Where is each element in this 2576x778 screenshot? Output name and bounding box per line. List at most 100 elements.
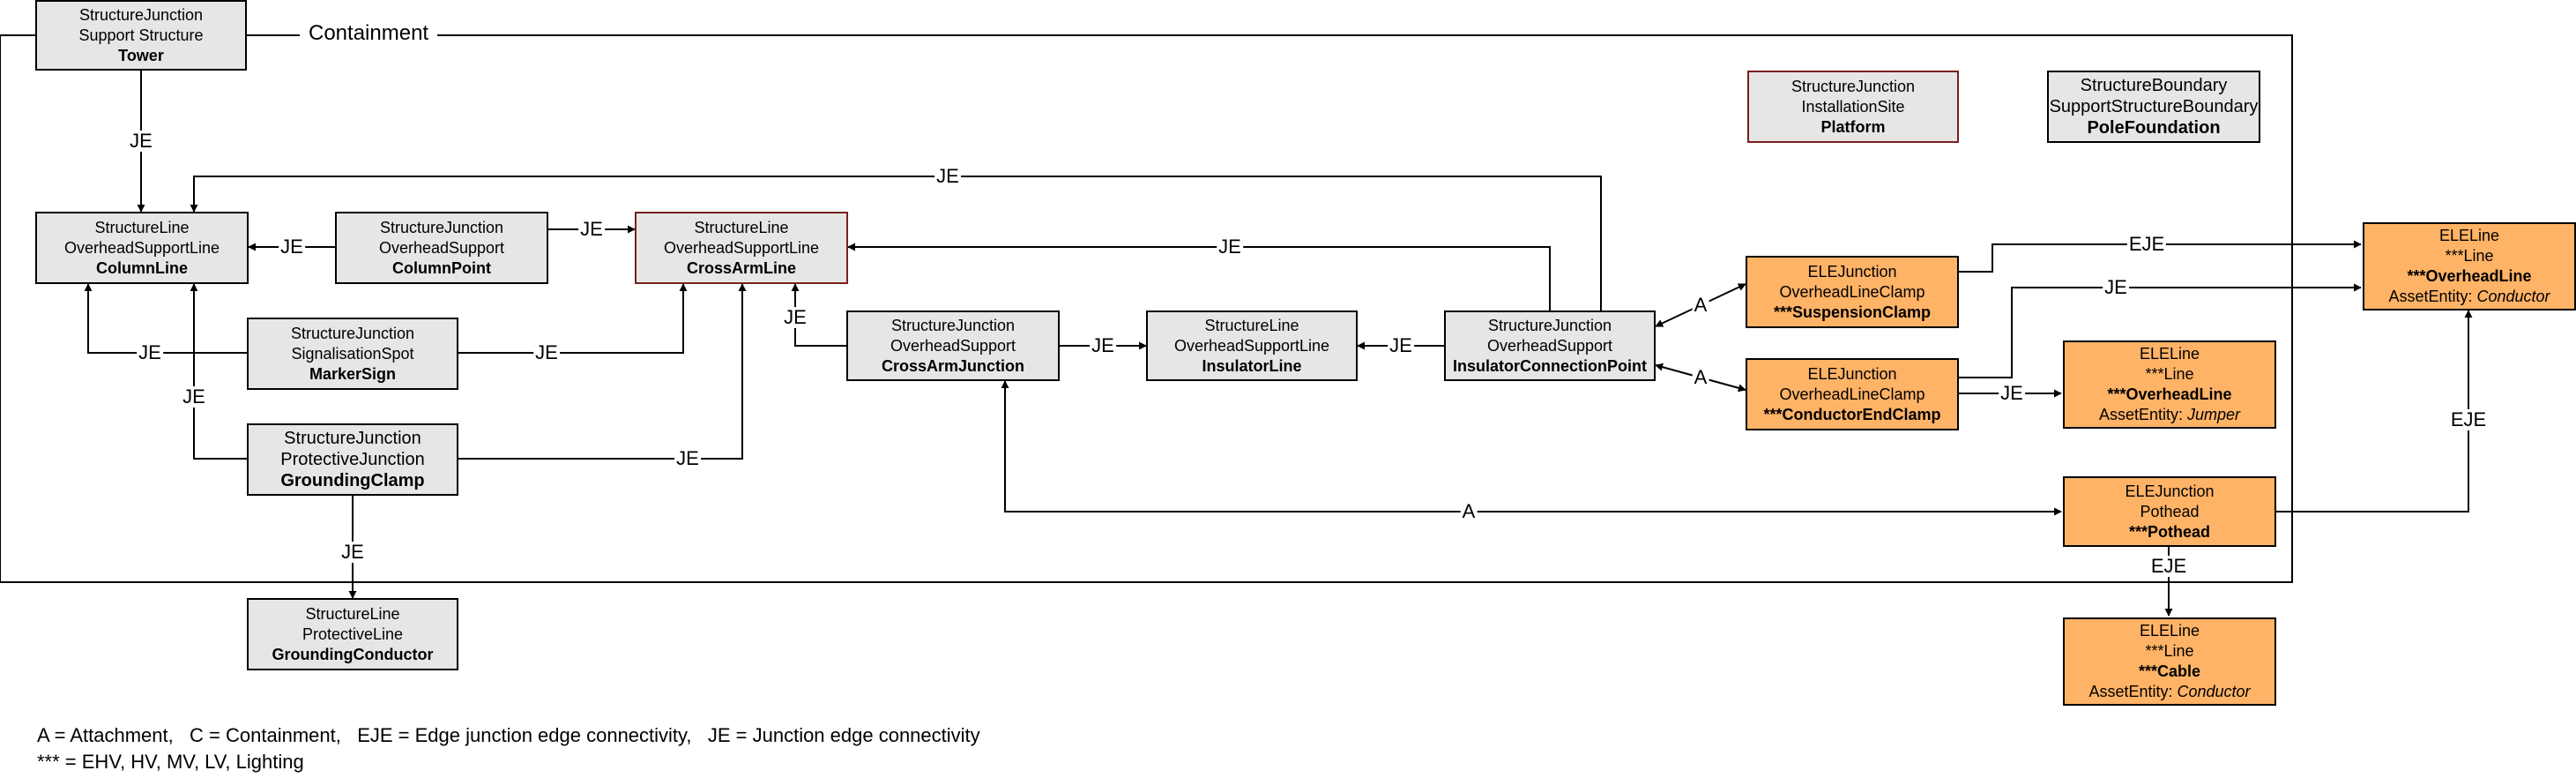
node-type: InsulatorLine	[1202, 356, 1302, 375]
node-column-line[interactable]: StructureLine OverheadSupportLine Column…	[35, 212, 249, 284]
node-type: Platform	[1820, 117, 1886, 136]
node-class: StructureLine	[1204, 316, 1299, 334]
node-class: StructureJunction	[1791, 77, 1916, 95]
edge-label-je: JE	[128, 130, 154, 152]
node-group: OverheadLineClamp	[1779, 282, 1925, 301]
node-type: InsulatorConnectionPoint	[1453, 356, 1647, 375]
node-group: ***Line	[2445, 247, 2494, 265]
node-class: StructureBoundary	[2080, 76, 2228, 95]
node-type: ***OverheadLine	[2107, 385, 2232, 403]
edge-label-a: A	[1692, 294, 1709, 316]
node-insulator-line[interactable]: StructureLine OverheadSupportLine Insula…	[1146, 310, 1358, 381]
node-class: StructureLine	[94, 218, 190, 236]
node-class: ELELine	[2139, 345, 2200, 363]
node-conductor-end-clamp[interactable]: ELEJunction OverheadLineClamp ***Conduct…	[1746, 358, 1959, 430]
node-group: OverheadSupportLine	[1173, 336, 1330, 355]
node-grounding-conductor[interactable]: StructureLine ProtectiveLine GroundingCo…	[247, 598, 458, 670]
node-type: ColumnLine	[96, 258, 188, 277]
node-type: ***Pothead	[2128, 522, 2211, 541]
edge-label-je: JE	[782, 306, 808, 328]
node-overhead-line-jumper[interactable]: ELELine ***Line ***OverheadLine AssetEnt…	[2063, 340, 2276, 429]
edge-groundingclamp-columnline	[190, 283, 247, 460]
node-group: ***Line	[2145, 365, 2194, 383]
edge-label-je: JE	[181, 385, 207, 408]
node-class: ELEJunction	[1807, 262, 1897, 281]
node-cross-arm-junction[interactable]: StructureJunction OverheadSupport CrossA…	[846, 310, 1060, 381]
edge-label-je: JE	[137, 341, 163, 363]
node-class: ELELine	[2139, 622, 2200, 640]
node-tower[interactable]: StructureJunction Support Structure Towe…	[35, 0, 247, 71]
node-marker-sign[interactable]: StructureJunction SignalisationSpot Mark…	[247, 318, 458, 390]
node-group: Support Structure	[78, 26, 204, 44]
edge-icp-crossarmline	[847, 243, 1551, 310]
node-group: SignalisationSpot	[291, 344, 414, 363]
edge-crossarmjunction-pothead	[1001, 380, 2062, 516]
edge-markersign-crossarmline	[458, 283, 688, 354]
edge-groundingclamp-crossarmline	[458, 283, 747, 460]
node-group: ProtectiveJunction	[280, 450, 425, 469]
node-class: StructureJunction	[1487, 316, 1612, 334]
node-platform[interactable]: StructureJunction InstallationSite Platf…	[1747, 71, 1959, 143]
node-class: ELEJunction	[1807, 364, 1897, 383]
node-class: StructureJunction	[290, 324, 415, 342]
node-group: Pothead	[2140, 502, 2200, 520]
edge-pothead-overheadline	[2274, 310, 2473, 512]
node-cross-arm-line[interactable]: StructureLine OverheadSupportLine CrossA…	[635, 212, 848, 284]
edge-label-je: JE	[1999, 382, 2025, 404]
node-group: OverheadSupport	[890, 336, 1016, 355]
node-type: CrossArmLine	[686, 258, 797, 277]
node-type: Tower	[118, 46, 164, 64]
node-type: PoleFoundation	[2087, 118, 2221, 138]
node-type: MarkerSign	[309, 364, 397, 383]
node-column-point[interactable]: StructureJunction OverheadSupport Column…	[335, 212, 548, 284]
node-suspension-clamp[interactable]: ELEJunction OverheadLineClamp ***Suspens…	[1746, 256, 1959, 328]
node-grounding-clamp[interactable]: StructureJunction ProtectiveJunction Gro…	[247, 423, 458, 496]
edge-label-je: JE	[1388, 334, 1414, 356]
node-asset-entity: AssetEntity: Conductor	[2088, 683, 2251, 700]
edge-label-je: JE	[339, 541, 366, 563]
edge-label-a: A	[1460, 500, 1478, 522]
edge-label-je: JE	[2103, 276, 2129, 298]
edge-label-je: JE	[279, 236, 305, 258]
node-group: SupportStructureBoundary	[2049, 97, 2259, 116]
node-type: GroundingClamp	[280, 471, 425, 490]
node-type: ***Cable	[2138, 662, 2201, 680]
node-type: ***SuspensionClamp	[1773, 303, 1932, 321]
edge-label-eje: EJE	[2448, 408, 2489, 430]
edge-label-je: JE	[934, 165, 961, 187]
edge-suspensionclamp-overheadline	[1959, 240, 2362, 273]
node-overhead-line-conductor[interactable]: ELELine ***Line ***OverheadLine AssetEnt…	[2363, 222, 2576, 310]
containment-frame	[0, 34, 2293, 583]
edge-label-je: JE	[674, 447, 701, 469]
node-group: OverheadSupportLine	[663, 238, 820, 257]
edge-label-je: JE	[1217, 236, 1243, 258]
node-asset-entity: AssetEntity: Jumper	[2098, 406, 2241, 423]
node-pole-foundation[interactable]: StructureBoundary SupportStructureBounda…	[2047, 71, 2260, 143]
edge-label-je: JE	[578, 218, 605, 240]
node-group: OverheadSupport	[1486, 336, 1613, 355]
legend-line-2: *** = EHV, HV, MV, LV, Lighting	[37, 751, 304, 773]
node-group: OverheadLineClamp	[1779, 385, 1925, 403]
legend-line-1: A = Attachment, C = Containment, EJE = E…	[37, 724, 980, 746]
node-pothead[interactable]: ELEJunction Pothead ***Pothead	[2063, 476, 2276, 547]
node-group: ***Line	[2145, 642, 2194, 660]
node-class: StructureLine	[305, 604, 400, 623]
edge-label-eje: EJE	[2126, 233, 2167, 255]
node-type: CrossArmJunction	[881, 356, 1025, 375]
node-class: ELELine	[2438, 227, 2500, 244]
node-group: OverheadSupport	[378, 238, 505, 257]
node-type: ***ConductorEndClamp	[1763, 405, 1941, 423]
edge-crossarmjunction-crossarmline	[791, 283, 846, 347]
edge-label-eje: EJE	[2148, 555, 2189, 577]
node-class: StructureJunction	[284, 429, 421, 448]
node-insulator-connection-point[interactable]: StructureJunction OverheadSupport Insula…	[1444, 310, 1656, 381]
node-class: StructureJunction	[379, 218, 504, 236]
node-class: StructureJunction	[78, 5, 204, 24]
node-asset-entity: AssetEntity: Conductor	[2388, 288, 2550, 305]
node-type: ***OverheadLine	[2407, 267, 2532, 285]
node-class: StructureLine	[694, 218, 789, 236]
containment-title: Containment	[300, 21, 438, 46]
edge-label-a: A	[1692, 366, 1709, 388]
node-cable[interactable]: ELELine ***Line ***Cable AssetEntity: Co…	[2063, 617, 2276, 706]
